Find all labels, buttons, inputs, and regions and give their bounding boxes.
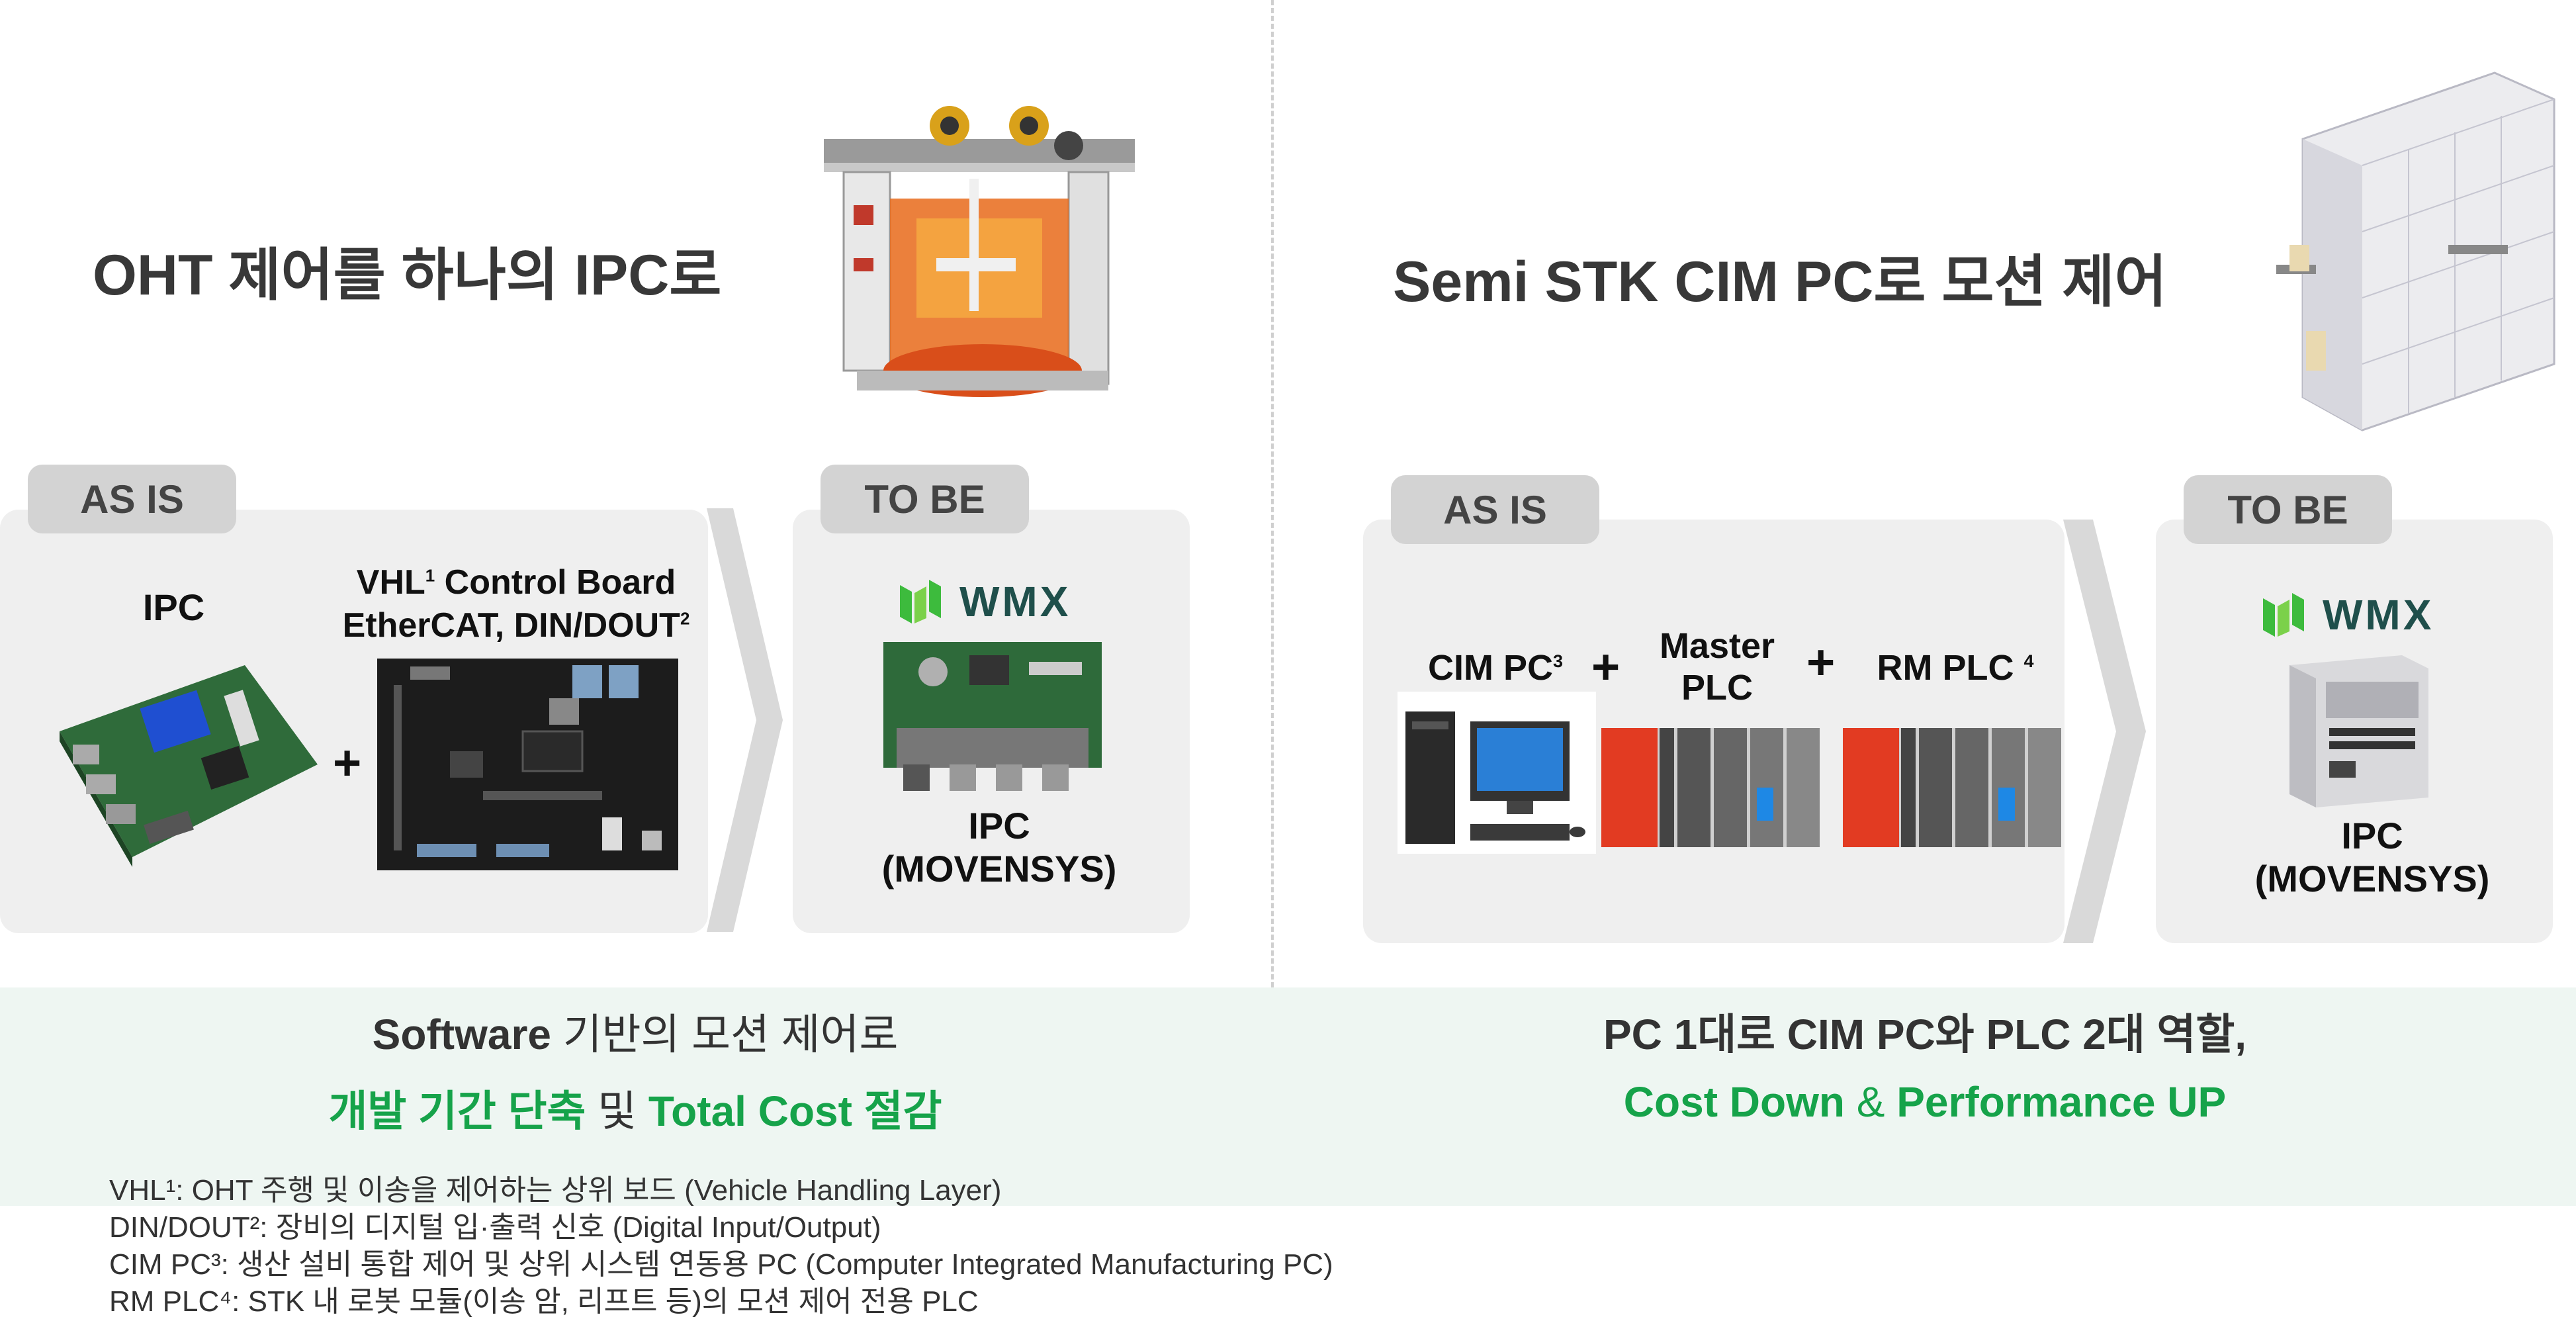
footnote-1: VHL¹: OHT 주행 및 이송을 제어하는 상위 보드 (Vehicle H… (109, 1174, 1002, 1207)
master-plc-label-line1: Master (1659, 626, 1775, 666)
ampersand-text: & (1844, 1078, 1897, 1126)
wmx-logo-mark-icon (2263, 593, 2304, 637)
performance-up-text: Performance UP (1896, 1078, 2227, 1126)
total-cost-text: Total Cost (648, 1087, 852, 1135)
vhl-board-label-line1: VHL1 Control Board (331, 563, 701, 602)
left-plus-sign: + (333, 735, 362, 790)
rm-plc-label: RM PLC 4 (1863, 647, 2048, 688)
right-to-be-ipc-line1: IPC (2341, 815, 2403, 856)
dev-period-text: 개발 기간 단축 (328, 1087, 586, 1135)
right-plus-sign-1: + (1591, 639, 1621, 694)
left-summary-line2: 개발 기간 단축 및 Total Cost 절감 (0, 1077, 1270, 1138)
master-plc-image (1601, 728, 1820, 847)
cost-down-text: Cost Down (1623, 1078, 1845, 1126)
right-as-is-tag: AS IS (1391, 475, 1599, 544)
cim-pc-image (1398, 692, 1596, 854)
stk-stocker-image (2276, 71, 2555, 432)
right-chevron-arrow (2063, 520, 2146, 943)
footnote-4: RM PLC⁴: STK 내 로봇 모듈(이송 암, 리프트 등)의 모션 제어… (109, 1285, 979, 1318)
left-as-is-tag: AS IS (28, 465, 236, 533)
footnote-3: CIM PC³: 생산 설비 통합 제어 및 상위 시스템 연동용 PC (Co… (109, 1248, 1333, 1281)
software-text: Software (372, 1011, 551, 1058)
vhl-text: VHL (356, 563, 425, 602)
control-board-text: Control Board (435, 563, 676, 602)
right-summary-line2: Cost Down & Performance UP (1274, 1077, 2576, 1126)
rm-plc-image (1843, 728, 2061, 847)
right-summary-line1: PC 1대로 CIM PC와 PLC 2대 역할, (1603, 1011, 2247, 1058)
left-ipc-label: IPC (142, 586, 205, 628)
right-title: Semi STK CIM PC로 모션 제어 (1393, 250, 2167, 314)
cim-pc-text: CIM PC (1427, 648, 1553, 688)
ethercat-text: EtherCAT, DIN/DOUT (342, 606, 680, 645)
and-text: 및 (586, 1087, 648, 1135)
center-divider (1271, 0, 1274, 1201)
movensys-ipc-board-image (883, 642, 1102, 791)
rm-plc-text: RM PLC (1877, 648, 2024, 688)
oht-vehicle-image (824, 106, 1135, 397)
dindout-sup: 2 (680, 608, 690, 629)
software-rest-text: 기반의 모션 제어로 (551, 1011, 899, 1058)
vhl-sup: 1 (425, 565, 435, 586)
reduction-text: 절감 (852, 1087, 942, 1135)
ipc-board-image (60, 665, 318, 867)
left-to-be-ipc-line1: IPC (968, 805, 1030, 847)
left-to-be-ipc-line2: (MOVENSYS) (881, 848, 1117, 890)
cim-pc-label: CIM PC3 (1416, 647, 1575, 688)
vhl-board-label-line2: EtherCAT, DIN/DOUT2 (331, 606, 701, 645)
wmx-logo-text: WMX (959, 578, 1071, 625)
wmx-logo-mark-icon (900, 580, 941, 623)
wmx-logo-text: WMX (2323, 591, 2434, 639)
master-plc-label-line2: PLC (1681, 668, 1753, 708)
cim-pc-sup: 3 (1552, 651, 1564, 671)
control-board-image (377, 659, 678, 870)
rm-plc-sup: 4 (2023, 651, 2034, 671)
summary-band (0, 987, 2576, 1206)
footnote-2: DIN/DOUT²: 장비의 디지털 입·출력 신호 (Digital Inpu… (109, 1211, 881, 1244)
right-to-be-ipc-line2: (MOVENSYS) (2254, 858, 2490, 899)
left-summary-line1: Software 기반의 모션 제어로 (0, 1001, 1270, 1062)
right-plus-sign-2: + (1806, 635, 1836, 690)
right-wmx-logo: WMX (2263, 590, 2434, 639)
movensys-tower-pc-image (2289, 655, 2428, 807)
left-to-be-tag: TO BE (821, 465, 1029, 533)
right-to-be-tag: TO BE (2184, 475, 2392, 544)
left-wmx-logo: WMX (900, 577, 1071, 626)
left-chevron-arrow (707, 508, 783, 932)
left-title: OHT 제어를 하나의 IPC로 (93, 244, 722, 307)
